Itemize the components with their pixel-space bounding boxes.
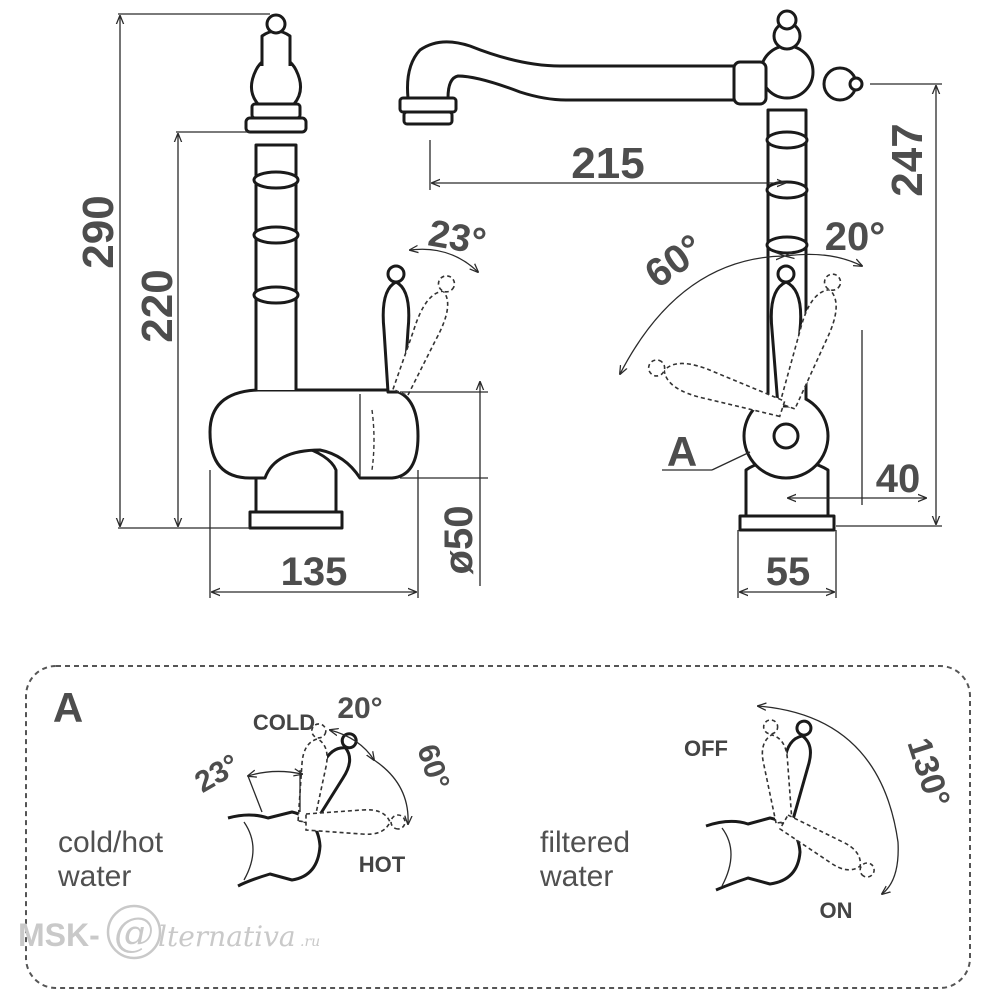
dim-55-label: 55: [766, 550, 811, 594]
front-body-hub: [772, 422, 800, 450]
dim-arc-23: [410, 249, 478, 272]
front-lever-forward-dashed: [647, 359, 786, 418]
dim-290-label: 290: [74, 195, 123, 268]
side-column-ring: [252, 285, 300, 305]
cold-hot-body: [227, 810, 322, 888]
dim-247-label: 247: [883, 123, 932, 196]
dim-arc-20: [786, 254, 862, 266]
filtered-caption-line2: water: [539, 860, 613, 893]
side-collar: [244, 116, 308, 134]
cold-hot-caption-line2: water: [57, 860, 131, 893]
filter-angle-label: 130°: [900, 733, 958, 812]
front-view: [398, 9, 864, 532]
side-column: [254, 143, 298, 390]
detail-panel-border: [25, 665, 971, 989]
side-handle-tilted: [391, 275, 456, 397]
cold-angle-label: 20°: [337, 692, 382, 725]
on-label: ON: [820, 898, 853, 923]
cold-label: COLD: [253, 710, 315, 735]
dim-60-label: 60°: [637, 226, 712, 297]
dim-220-label: 220: [133, 269, 182, 342]
front-spout-collar: [732, 60, 768, 106]
side-column-ring: [252, 170, 300, 190]
front-base-plate: [738, 514, 836, 532]
dim-215-label: 215: [571, 139, 644, 188]
cold-hot-caption-line1: cold/hot: [58, 826, 164, 859]
dim-40-label: 40: [876, 457, 921, 501]
cold-hot-diagram: [227, 723, 408, 888]
filtered-caption-line1: filtered: [540, 826, 630, 859]
side-top-knob-stem: [260, 29, 292, 66]
detail-panel-label: A: [53, 684, 83, 731]
front-lever-back-dashed: [778, 273, 842, 410]
front-spout-aerator: [398, 96, 458, 114]
side-handle-knob: [386, 264, 406, 284]
side-angle-label: 23°: [189, 748, 245, 799]
front-dimensions: [429, 83, 942, 598]
dim-arc-60: [620, 256, 784, 374]
watermark-at-ring: [106, 904, 162, 960]
hot-lever-dashed: [305, 808, 406, 836]
side-top-knob: [265, 13, 287, 35]
front-top-hub: [759, 44, 815, 100]
side-base-plate: [248, 510, 344, 530]
watermark-at: @: [114, 910, 154, 956]
hot-angle-label: 60°: [410, 740, 455, 793]
side-body-dashed: [371, 409, 375, 471]
detail-a-leader: [711, 451, 751, 471]
dim-50-label: ø50: [437, 506, 481, 575]
side-collar-upper: [250, 102, 302, 120]
front-spout: [406, 40, 764, 102]
dim-135-label: 135: [281, 550, 348, 594]
watermark: MSK- @ lternativa .ru: [18, 904, 320, 960]
watermark-left: MSK-: [18, 917, 100, 953]
watermark-suffix: .ru: [300, 934, 320, 950]
hot-label: HOT: [359, 852, 406, 877]
detail-a-marker: A: [667, 428, 697, 475]
side-column-ring: [252, 225, 300, 245]
dim-23-label: 23°: [425, 213, 489, 264]
watermark-right: lternativa: [158, 920, 296, 953]
filtered-diagram: [705, 706, 899, 894]
detail-panel: A COLD HOT 20° 60°: [25, 665, 971, 989]
cold-lever-dashed: [297, 723, 328, 825]
dim-20-label: 20°: [825, 215, 886, 259]
side-view: [208, 13, 456, 530]
off-label: OFF: [684, 736, 728, 761]
side-dimensions: [118, 13, 488, 598]
